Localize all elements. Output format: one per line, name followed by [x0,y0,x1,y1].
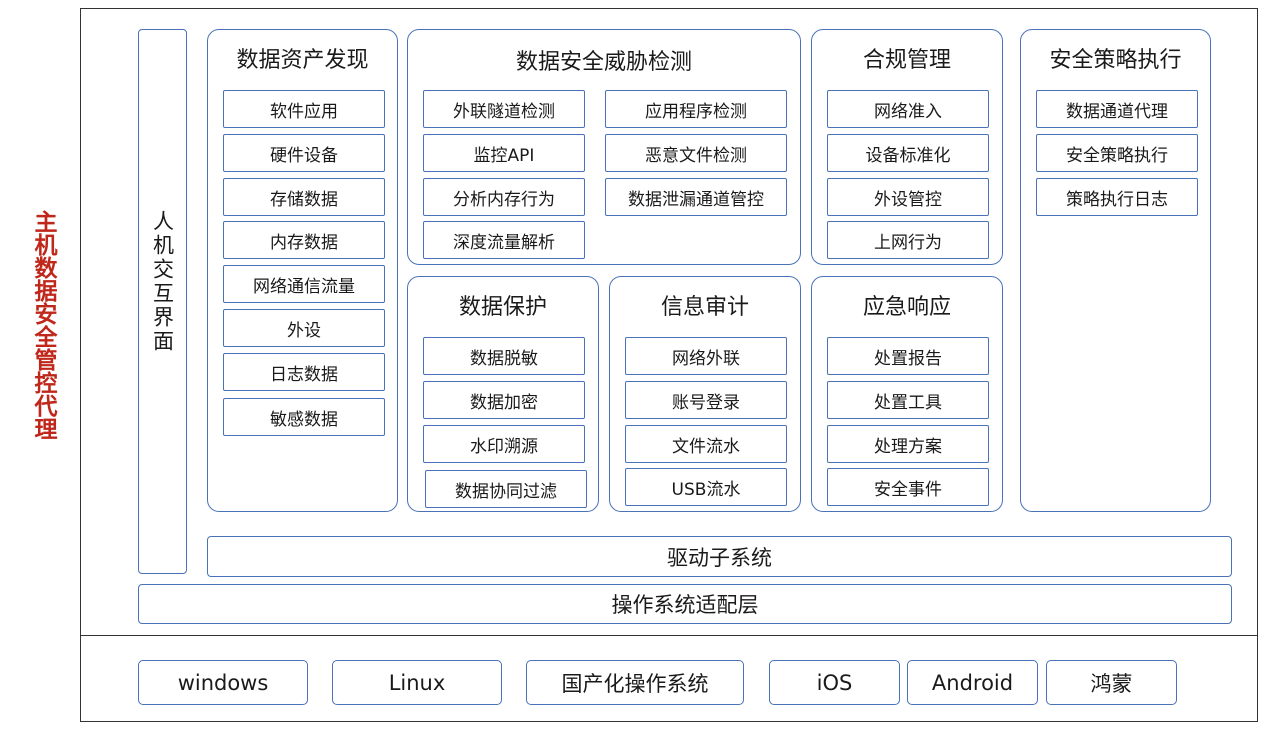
agent-title: 主机数据安全管控代理 [30,210,56,440]
os-harmony: 鸿蒙 [1046,660,1177,705]
compliance-item: 网络准入 [827,90,989,128]
hci-label: 人机交互界面 [150,210,175,354]
panel-policy-execution: 安全策略执行 数据通道代理 安全策略执行 策略执行日志 [1020,29,1211,512]
emergency-item: 安全事件 [827,468,989,506]
emergency-item: 处置工具 [827,381,989,419]
protection-item: 数据脱敏 [423,337,585,375]
threat-item: 监控API [423,134,585,172]
audit-item: 账号登录 [625,381,787,419]
policy-item: 数据通道代理 [1036,90,1198,128]
audit-item: 网络外联 [625,337,787,375]
asset-item: 敏感数据 [223,398,385,436]
panel-compliance: 合规管理 网络准入 设备标准化 外设管控 上网行为 [811,29,1003,265]
os-ios: iOS [769,660,900,705]
outer-frame [80,8,1258,722]
compliance-item: 设备标准化 [827,134,989,172]
panel-info-audit: 信息审计 网络外联 账号登录 文件流水 USB流水 [609,276,801,512]
protection-item: 水印溯源 [423,425,585,463]
panel-asset-discovery: 数据资产发现 软件应用 硬件设备 存储数据 内存数据 网络通信流量 外设 日志数… [207,29,398,512]
asset-item: 存储数据 [223,178,385,216]
hci-box: 人机交互界面 [138,29,187,574]
panel-title: 数据资产发现 [236,48,369,73]
emergency-item: 处置报告 [827,337,989,375]
threat-item: 数据泄漏通道管控 [605,178,787,216]
asset-item: 软件应用 [223,90,385,128]
threat-item: 恶意文件检测 [605,134,787,172]
audit-item: 文件流水 [625,425,787,463]
panel-threat-detection: 数据安全威胁检测 外联隧道检测 监控API 分析内存行为 深度流量解析 应用程序… [407,29,801,265]
emergency-item: 处理方案 [827,425,989,463]
os-divider [80,635,1258,636]
os-adapter-layer-bar: 操作系统适配层 [138,584,1232,624]
panel-title: 数据安全威胁检测 [515,50,692,75]
compliance-item: 外设管控 [827,178,989,216]
panel-title: 信息审计 [660,295,749,320]
threat-item: 外联隧道检测 [423,90,585,128]
os-linux: Linux [332,660,502,705]
protection-item: 数据协同过滤 [425,470,587,508]
panel-title: 合规管理 [862,48,951,73]
driver-subsystem-bar: 驱动子系统 [207,536,1232,577]
asset-item: 内存数据 [223,221,385,259]
policy-item: 策略执行日志 [1036,178,1198,216]
threat-item: 分析内存行为 [423,178,585,216]
compliance-item: 上网行为 [827,221,989,259]
panel-data-protection: 数据保护 数据脱敏 数据加密 水印溯源 数据协同过滤 [407,276,599,512]
panel-title: 数据保护 [458,295,547,320]
audit-item: USB流水 [625,468,787,506]
protection-item: 数据加密 [423,381,585,419]
os-windows: windows [138,660,308,705]
asset-item: 外设 [223,309,385,347]
panel-title: 安全策略执行 [1049,48,1182,73]
os-android: Android [907,660,1038,705]
os-domestic: 国产化操作系统 [526,660,744,705]
asset-item: 网络通信流量 [223,265,385,303]
asset-item: 硬件设备 [223,134,385,172]
threat-item: 应用程序检测 [605,90,787,128]
asset-item: 日志数据 [223,353,385,391]
policy-item: 安全策略执行 [1036,134,1198,172]
threat-item: 深度流量解析 [423,221,585,259]
panel-title: 应急响应 [862,295,951,320]
panel-emergency: 应急响应 处置报告 处置工具 处理方案 安全事件 [811,276,1003,512]
